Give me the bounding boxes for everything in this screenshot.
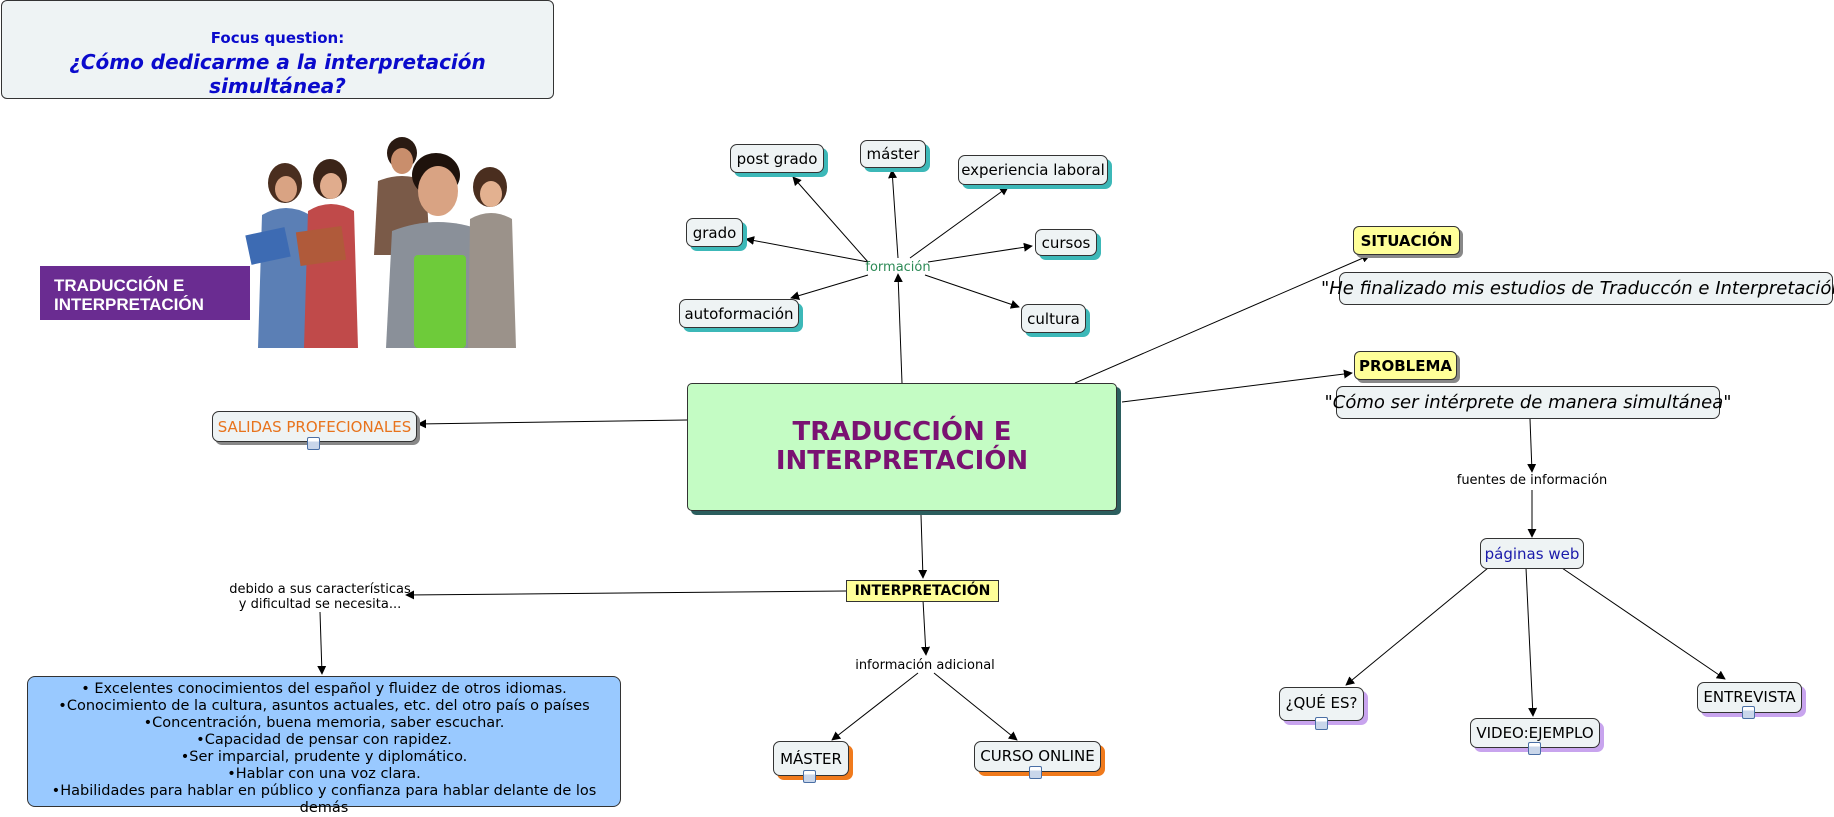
link-formacion-cursos: [927, 242, 1033, 263]
students-photo: [245, 137, 516, 348]
requirement-item: •Capacidad de pensar con rapidez.: [196, 732, 452, 748]
node-cultura[interactable]: cultura: [1021, 304, 1086, 333]
link-paginas-quees: [1345, 567, 1489, 686]
requirement-item: •Conocimiento de la cultura, asuntos act…: [58, 698, 590, 714]
info-adicional-label[interactable]: información adicional: [855, 658, 995, 673]
link-problema-fuentes: [1527, 418, 1537, 473]
link-central-situacion: [1074, 254, 1371, 384]
link-paginas-video: [1525, 567, 1538, 717]
debido-label-line2[interactable]: y dificultad se necesita...: [238, 597, 402, 612]
link-formacion-postgrado: [792, 176, 869, 263]
resource-icon[interactable]: [1315, 717, 1328, 730]
focus-question-text: ¿Cómo dedicarme a la interpretación simu…: [69, 50, 486, 98]
resource-icon[interactable]: [1029, 766, 1042, 779]
situacion-quote[interactable]: "He finalizado mis estudios de Traduccón…: [1321, 272, 1834, 305]
requirement-item: •Concentración, buena memoria, saber esc…: [143, 715, 505, 731]
link-interpretacion-debido: [405, 590, 847, 600]
link-formacion-experiencia: [909, 186, 1009, 259]
requirement-item: •Habilidades para hablar en público y co…: [51, 783, 597, 816]
central-concept[interactable]: TRADUCCIÓN E INTERPRETACIÓN: [687, 383, 1117, 511]
link-formacion-cultura: [924, 274, 1020, 309]
banner-label: TRADUCCIÓN E INTERPRETACIÓN: [40, 266, 250, 320]
node-problema[interactable]: PROBLEMA: [1354, 351, 1457, 380]
focus-question-label: Focus question:: [210, 29, 345, 47]
link-central-problema: [1121, 369, 1353, 403]
focus-question-box: Focus question: ¿Cómo dedicarme a la int…: [1, 0, 554, 99]
requirement-item: •Hablar con una voz clara.: [227, 766, 421, 782]
link-formacion-autoformacion: [790, 274, 869, 300]
requirement-item: • Excelentes conocimientos del español y…: [81, 681, 567, 697]
resource-icon[interactable]: [307, 437, 320, 450]
node-interpretacion[interactable]: INTERPRETACIÓN: [846, 580, 999, 602]
node-experiencia-laboral[interactable]: experiencia laboral: [958, 155, 1108, 185]
link-central-interpretacion: [918, 514, 928, 579]
resource-icon[interactable]: [803, 770, 816, 783]
resource-icon[interactable]: [1742, 706, 1755, 719]
node-autoformacion[interactable]: autoformación: [679, 299, 799, 328]
node-situacion[interactable]: SITUACIÓN: [1353, 226, 1460, 255]
node-post-grado[interactable]: post grado: [730, 144, 824, 173]
problema-quote[interactable]: "Cómo ser intérprete de manera simultáne…: [1324, 386, 1732, 419]
que-es-label: ¿QUÉ ES?: [1285, 694, 1358, 712]
node-master-formacion[interactable]: máster: [860, 140, 926, 168]
link-formacion-master: [888, 169, 899, 259]
link-info-master: [831, 672, 919, 741]
link-debido-requirements: [317, 611, 327, 675]
node-cursos[interactable]: cursos: [1035, 229, 1097, 256]
debido-label-line1[interactable]: debido a sus características: [229, 582, 411, 597]
node-que-es[interactable]: ¿QUÉ ES?: [1279, 687, 1364, 721]
link-central-formacion: [893, 273, 903, 384]
link-paginas-entrevista: [1561, 567, 1726, 680]
fuentes-label[interactable]: fuentes de información: [1456, 473, 1608, 488]
resource-icon[interactable]: [1528, 742, 1541, 755]
entrevista-label: ENTREVISTA: [1703, 688, 1796, 706]
node-paginas-web[interactable]: páginas web: [1480, 538, 1584, 569]
curso-online-label: CURSO ONLINE: [980, 747, 1095, 765]
link-interpretacion-info: [921, 599, 931, 656]
master-label: MÁSTER: [780, 750, 842, 768]
node-salidas-profecionales[interactable]: SALIDAS PROFECIONALES: [212, 411, 417, 442]
link-central-salidas: [417, 419, 688, 429]
requirement-item: •Ser imparcial, prudente y diplomático.: [180, 749, 468, 765]
link-info-curso: [933, 672, 1018, 741]
video-ejemplo-label: VIDEO:EJEMPLO: [1476, 724, 1594, 742]
formacion-label[interactable]: formación: [865, 260, 931, 275]
requirements-box[interactable]: • Excelentes conocimientos del español y…: [27, 676, 621, 816]
link-formacion-grado: [745, 236, 869, 263]
node-grado[interactable]: grado: [686, 218, 743, 247]
